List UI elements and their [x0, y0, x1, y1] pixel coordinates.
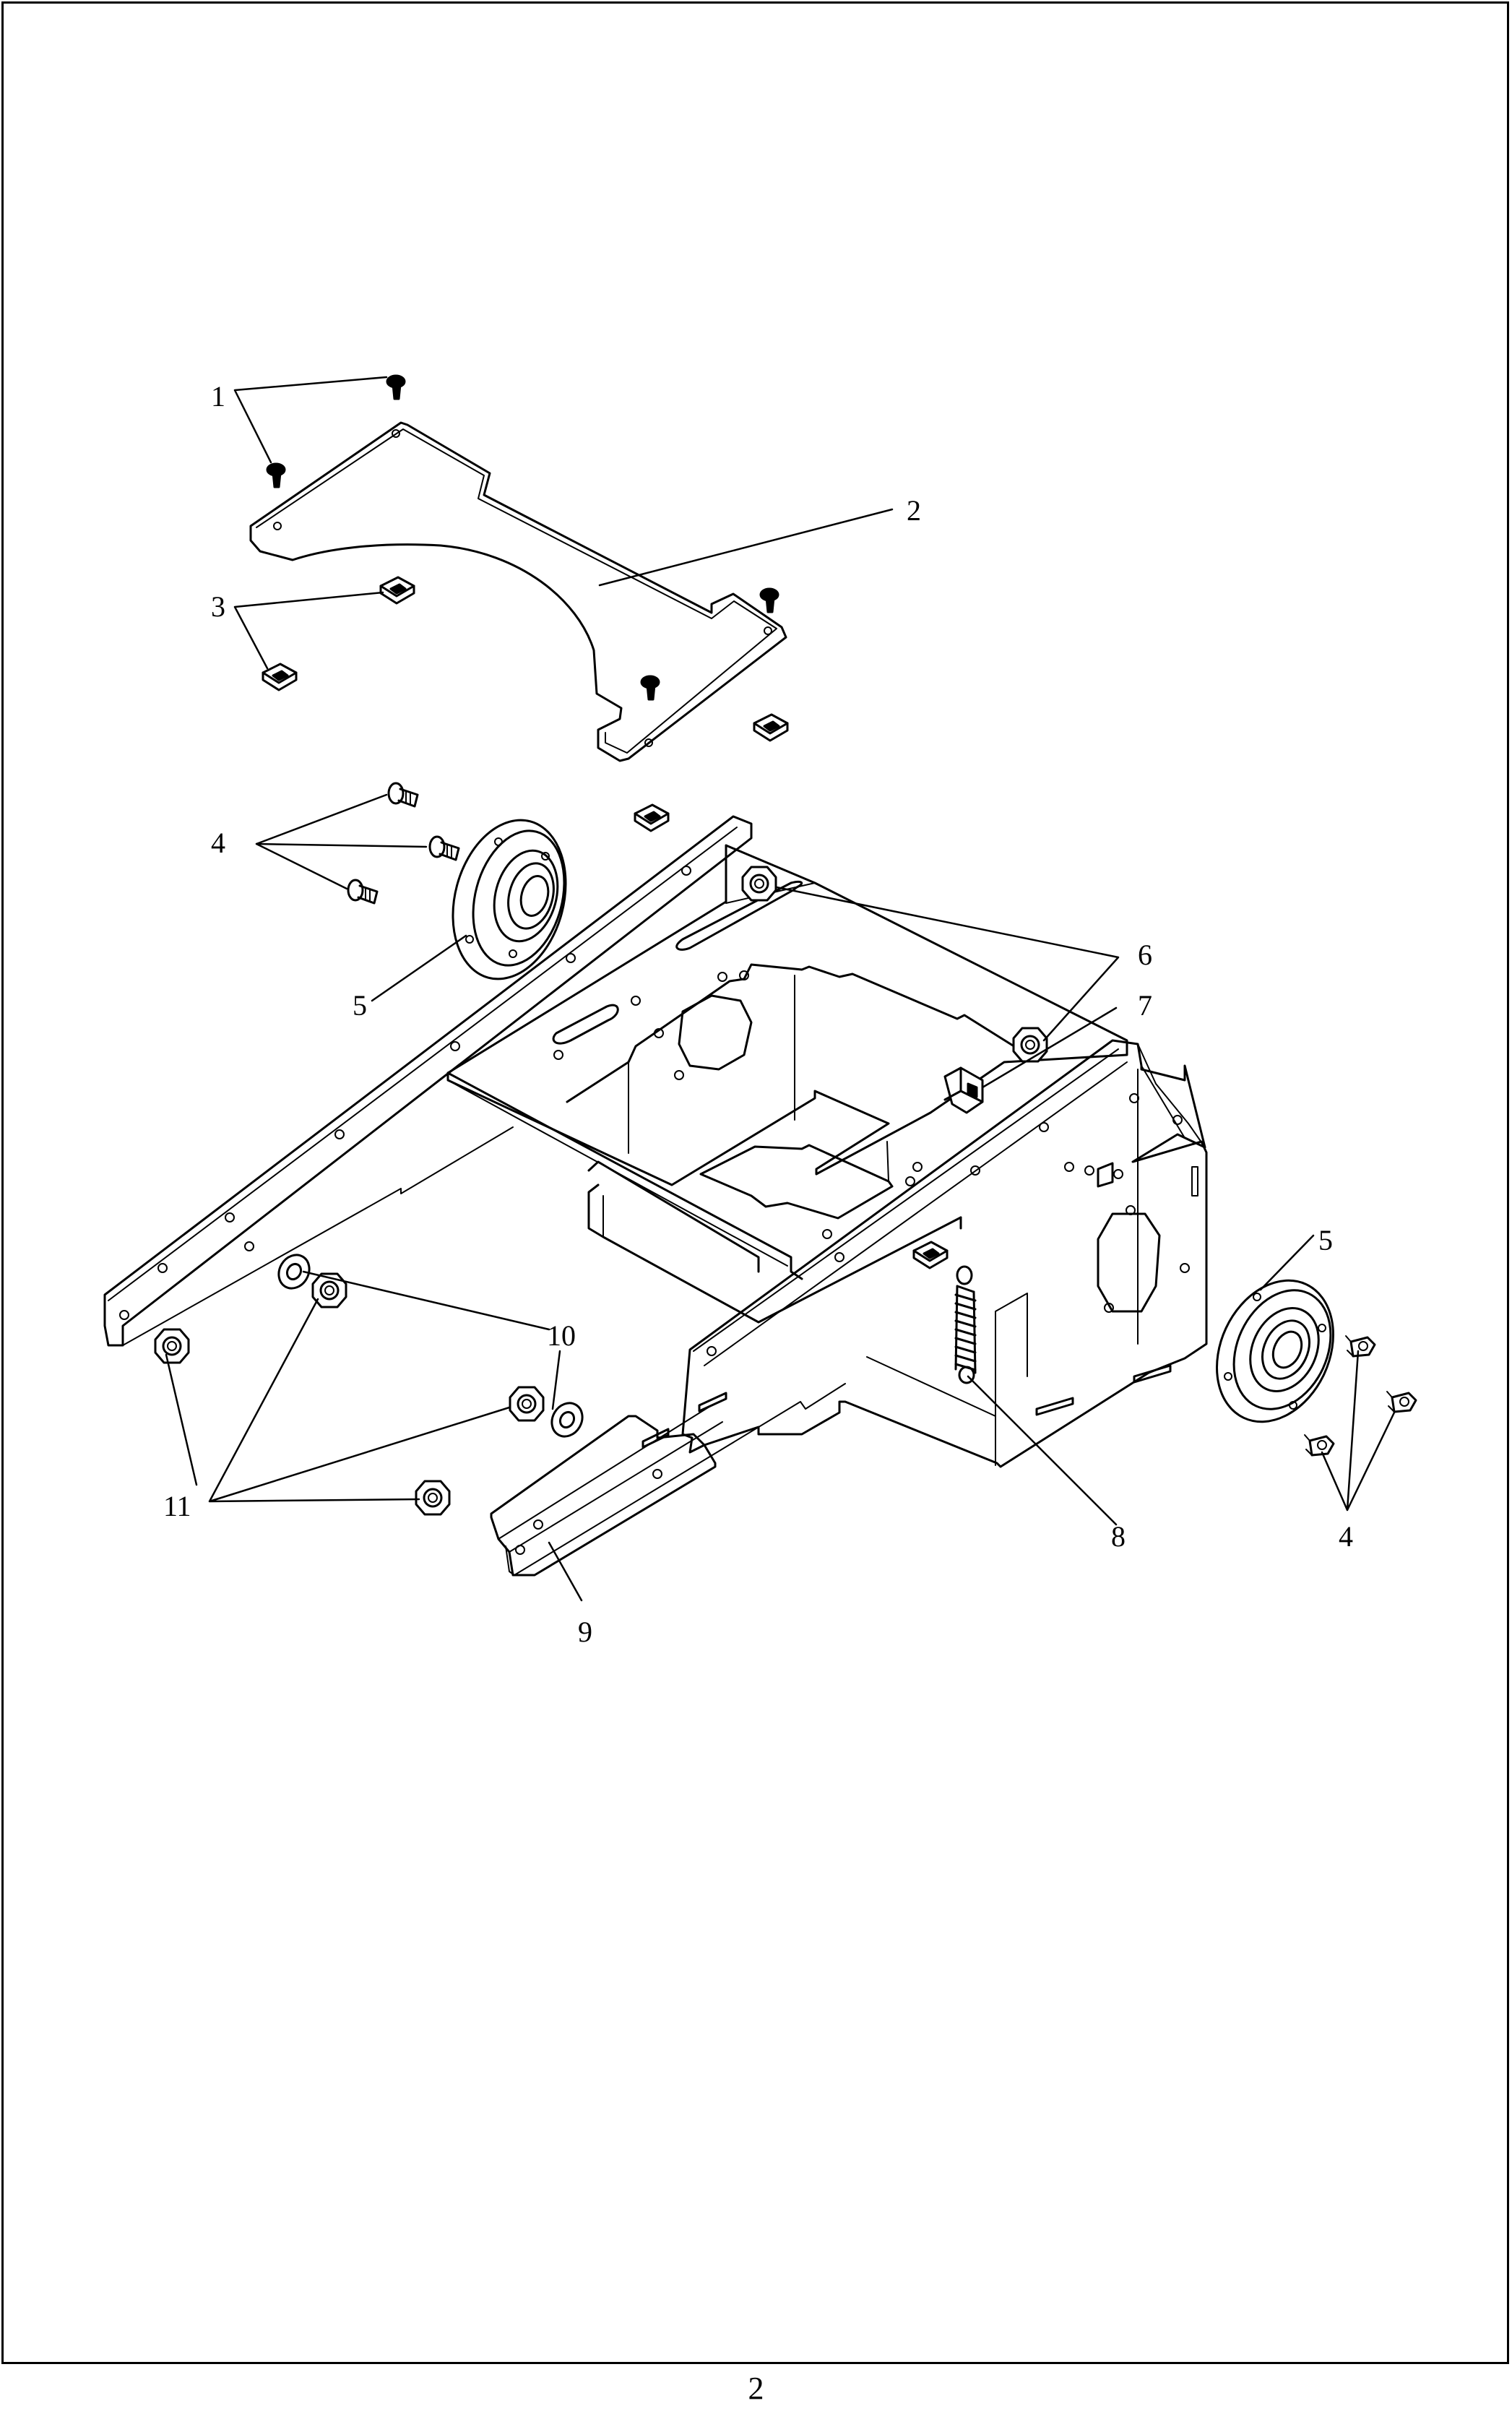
part-4-bolts-left	[347, 782, 460, 905]
part-3-clip-nuts	[262, 576, 949, 1269]
part-7-bracket	[943, 1066, 984, 1114]
screw-1b	[266, 462, 286, 488]
callout-9: 9	[578, 1616, 592, 1648]
callout-6: 6	[1138, 939, 1152, 971]
callout-4-left: 4	[211, 827, 225, 859]
part-4-bolts-right	[1304, 1335, 1417, 1457]
clip-nut-d	[634, 803, 670, 832]
callout-4-right: 4	[1339, 1520, 1353, 1553]
page-border	[1, 1, 1509, 2364]
clip-nut-b	[262, 663, 298, 691]
part-6-nuts	[741, 866, 1048, 1063]
clip-nut-a	[379, 576, 415, 605]
callout-10: 10	[547, 1319, 576, 1352]
part-9-main-frame	[103, 815, 1208, 1577]
part-10-washers	[277, 1254, 584, 1438]
part-5-bearing-right	[1216, 1279, 1334, 1423]
callout-3: 3	[211, 590, 225, 623]
callout-labels: 1 2 3 4 4 5 5 6 7 8 9 10 11	[163, 380, 1353, 1648]
callout-11: 11	[163, 1490, 191, 1522]
part-8-spring	[954, 1265, 977, 1384]
screw-1c	[759, 587, 779, 613]
callout-5-right: 5	[1318, 1224, 1333, 1256]
callout-1: 1	[211, 380, 225, 413]
leader-lines	[165, 376, 1396, 1602]
page-number: 2	[748, 2371, 764, 2406]
screw-1d	[640, 675, 660, 701]
screw-1a	[386, 374, 406, 400]
callout-2: 2	[907, 494, 921, 527]
part-2-cover-plate	[249, 421, 787, 762]
part-11-nuts	[154, 1272, 545, 1516]
callout-7: 7	[1138, 989, 1152, 1022]
part-1-screws	[266, 374, 779, 701]
part-5-bearing-left	[452, 819, 567, 980]
callout-5-left: 5	[353, 989, 367, 1022]
clip-nut-c	[753, 713, 789, 742]
clip-nut-e	[912, 1241, 949, 1269]
callout-8: 8	[1111, 1520, 1126, 1553]
